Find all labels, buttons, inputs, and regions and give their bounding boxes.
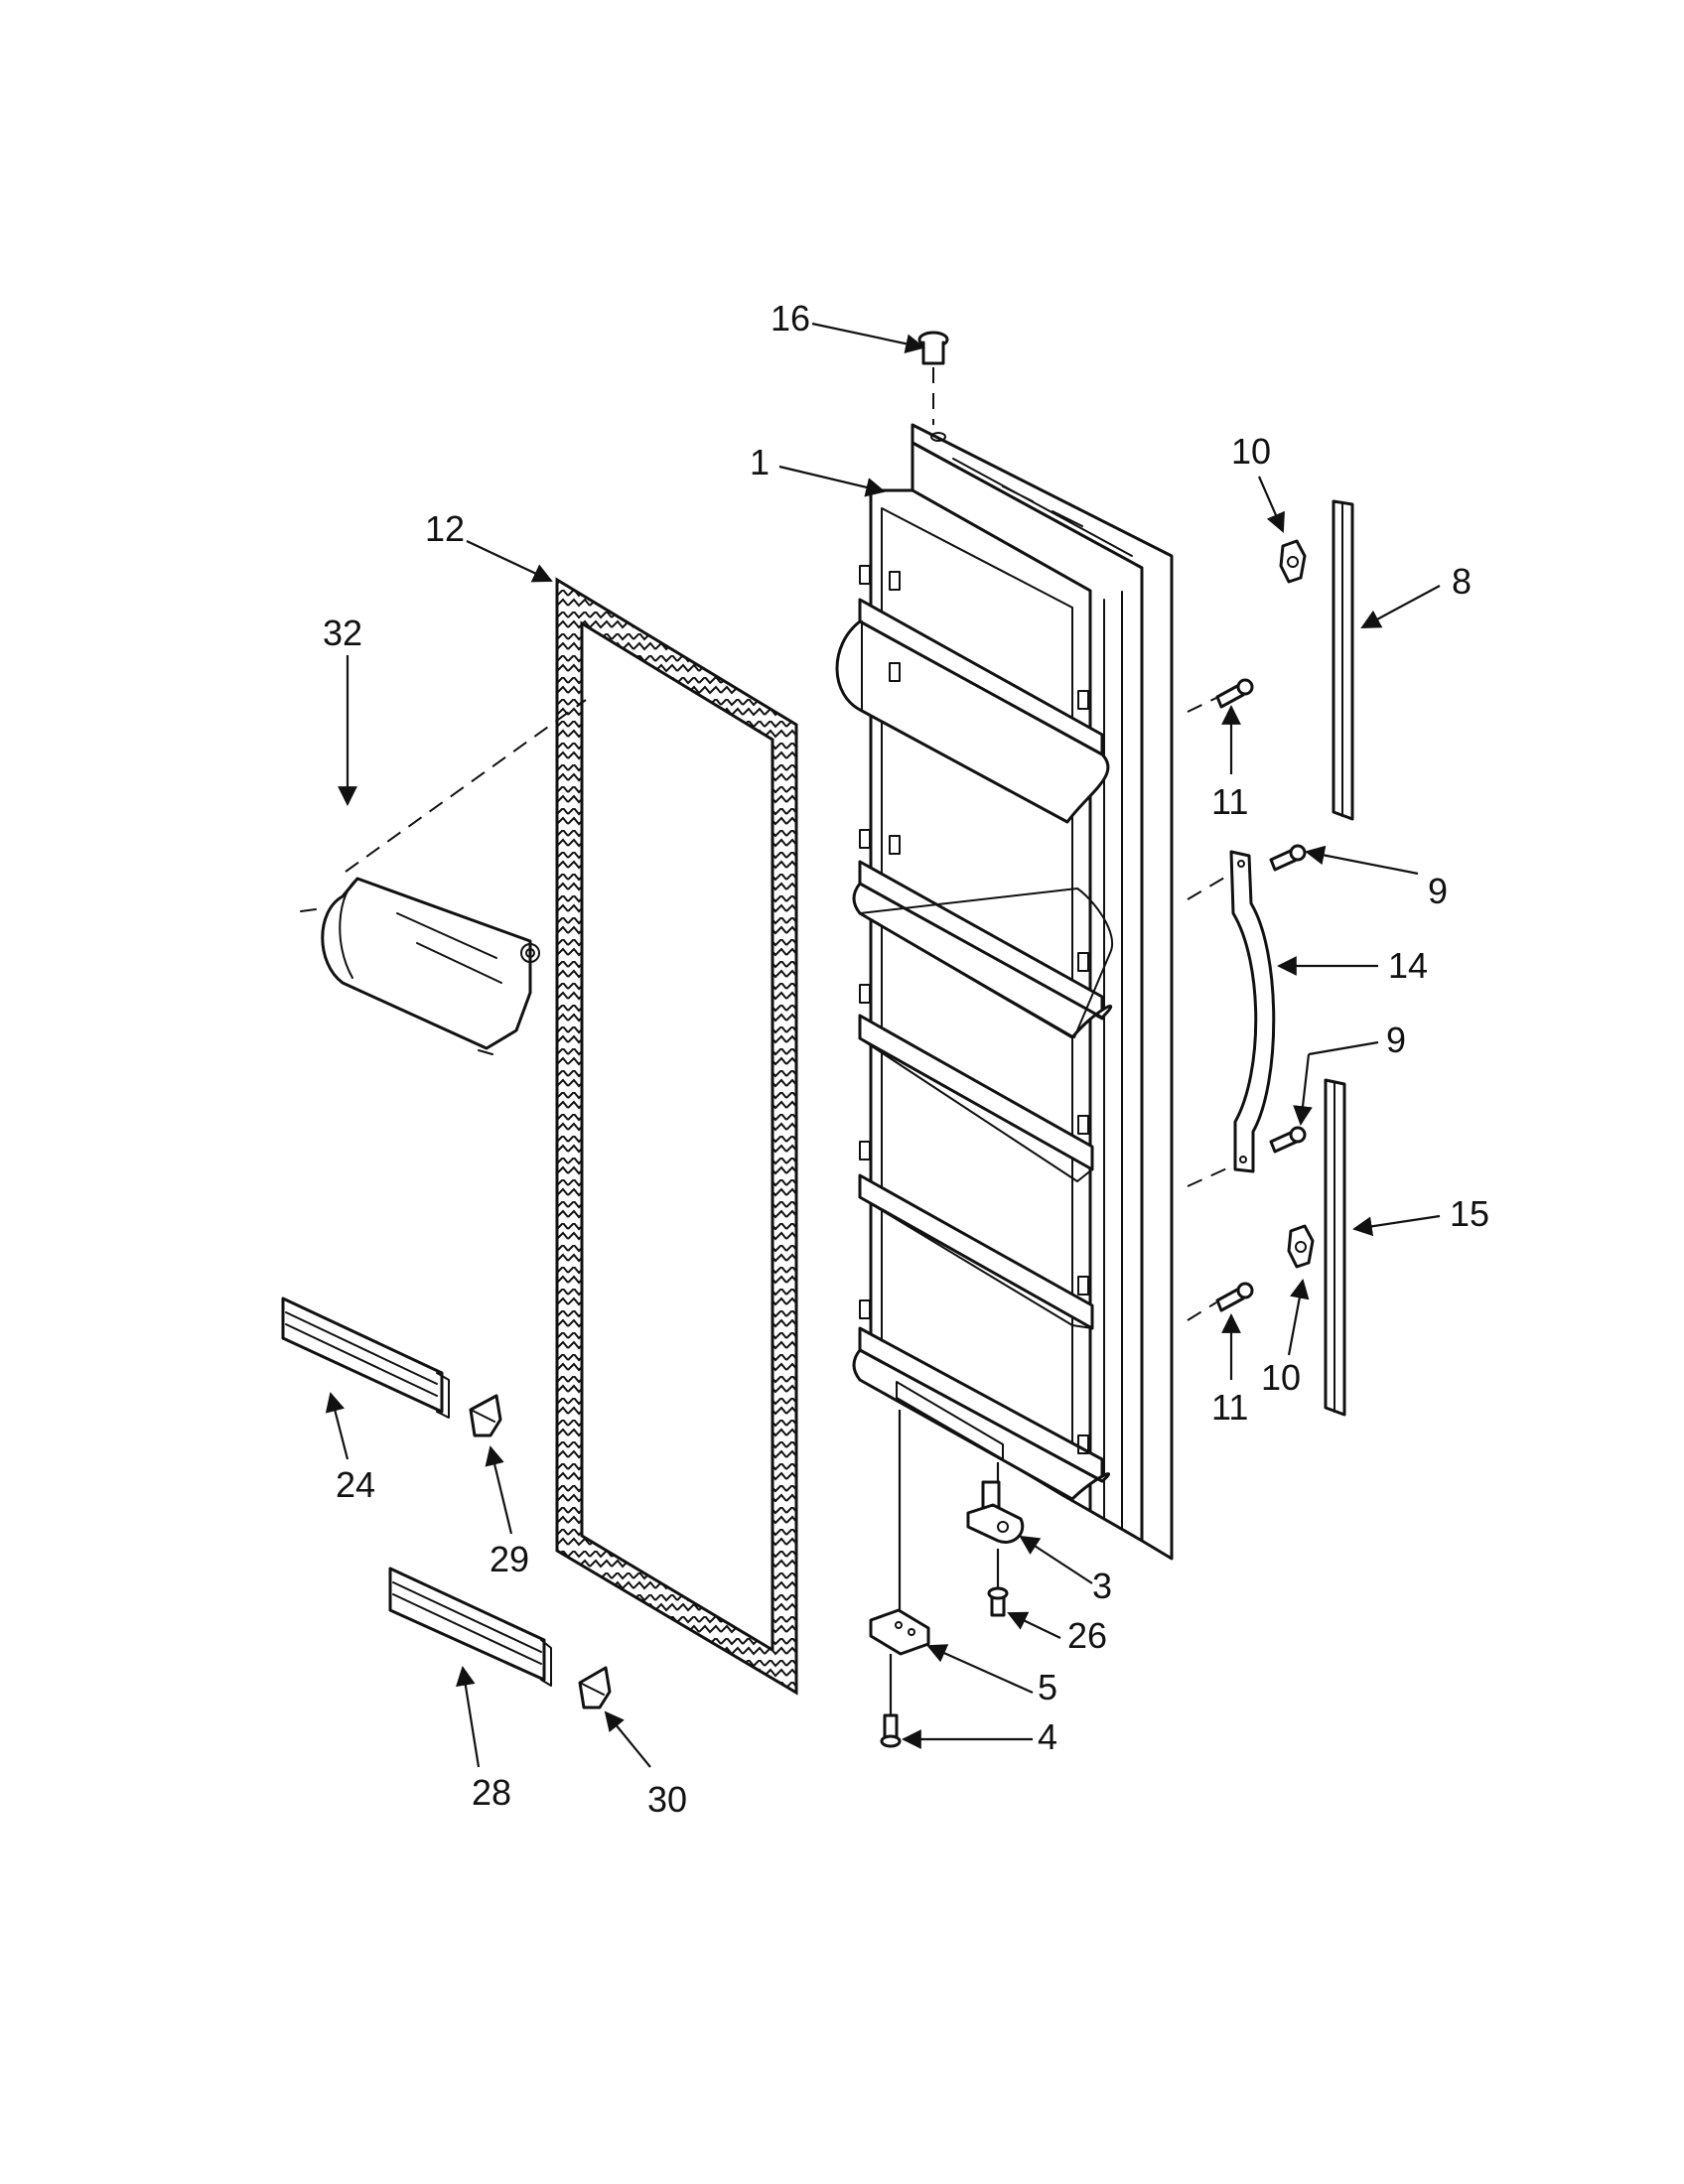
callout-29: 29 <box>490 1539 529 1579</box>
cover-part <box>300 877 540 1055</box>
callout-24: 24 <box>336 1464 375 1505</box>
trim-strip-part-15 <box>1324 1078 1346 1417</box>
door-shelf-1 <box>835 598 1110 824</box>
clip-part-30 <box>578 1666 612 1709</box>
callout-28: 28 <box>472 1772 511 1813</box>
clip-part-29 <box>469 1394 502 1437</box>
callout-3: 3 <box>1092 1566 1112 1606</box>
callout-26: 26 <box>1067 1615 1107 1656</box>
handle-part-14 <box>1229 850 1276 1173</box>
callout-4: 4 <box>1038 1716 1057 1757</box>
callout-9-lower: 9 <box>1386 1020 1406 1060</box>
screw-part-26 <box>987 1586 1009 1617</box>
screw-part-9-upper <box>1269 844 1307 872</box>
callout-arrows <box>325 322 1441 1768</box>
trim-strip-part-8 <box>1332 499 1354 821</box>
callout-10-lower: 10 <box>1261 1357 1301 1398</box>
clip-part-10-lower <box>1287 1224 1315 1269</box>
callout-labels: 16 1 12 32 10 8 11 9 14 9 15 10 11 3 26 … <box>323 298 1489 1820</box>
plug-part-16 <box>917 331 949 365</box>
door-shelf-4 <box>858 1173 1094 1330</box>
callout-30: 30 <box>647 1779 687 1820</box>
screw-part-4 <box>880 1713 902 1748</box>
clip-part-10-upper <box>1279 539 1307 584</box>
bracket-part-5 <box>869 1608 930 1656</box>
shelf-clips <box>859 565 1089 1454</box>
hinge-part-3 <box>966 1480 1025 1544</box>
screw-part-9-lower <box>1269 1126 1307 1154</box>
door-gasket-part <box>555 577 798 1696</box>
callout-9-upper: 9 <box>1428 871 1448 911</box>
callout-8: 8 <box>1452 561 1472 602</box>
callout-32: 32 <box>323 613 362 653</box>
trim-part-28 <box>388 1567 552 1687</box>
door-liner-part <box>835 423 1174 1561</box>
callout-16: 16 <box>771 298 810 339</box>
door-shelf-2 <box>852 860 1113 1039</box>
screw-part-11-upper <box>1215 678 1254 709</box>
callout-5: 5 <box>1038 1667 1057 1707</box>
callout-15: 15 <box>1450 1193 1489 1234</box>
callout-11-upper: 11 <box>1211 781 1248 822</box>
callout-12: 12 <box>425 508 465 549</box>
screw-part-11-lower <box>1215 1282 1254 1312</box>
callout-14: 14 <box>1388 945 1428 986</box>
callout-11-lower: 11 <box>1211 1387 1248 1428</box>
assembly-guide-lines <box>345 367 1232 1715</box>
door-shelf-5 <box>852 1326 1110 1501</box>
trim-part-24 <box>281 1297 450 1419</box>
callout-1: 1 <box>750 442 770 482</box>
door-shelf-3 <box>858 1014 1094 1182</box>
callout-10-upper: 10 <box>1231 431 1271 472</box>
